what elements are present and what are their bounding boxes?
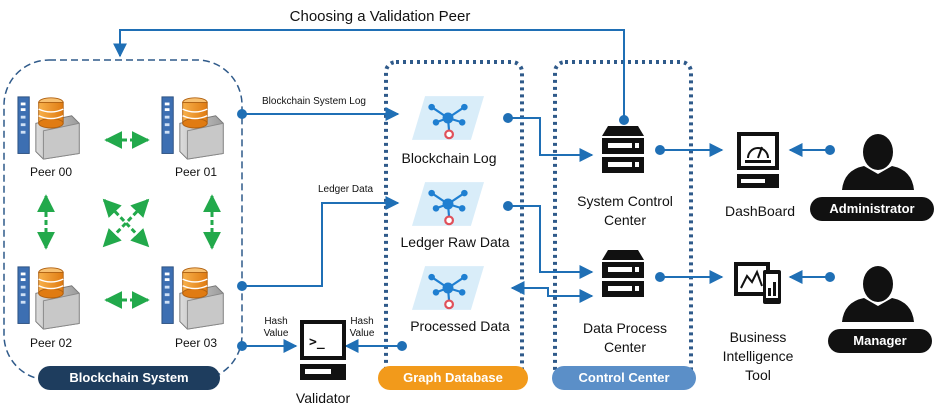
system-control-label-line2: Center [603,212,647,228]
peer-02-label: Peer 02 [29,336,73,350]
administrator-icon [842,134,914,190]
blockchain-system-badge: Blockchain System [38,366,220,390]
blockchain-log-graph-icon [410,95,486,141]
administrator-badge: Administrator [810,197,934,221]
business-intelligence-icon [734,262,781,304]
processed-data-label: Processed Data [410,318,510,334]
validator-icon: >_ [300,320,346,380]
validator-label: Validator [295,390,351,406]
value-label-left: Value [263,328,289,339]
peer-03-icon [161,266,224,330]
data-process-label-line1: Data Process [582,320,668,336]
hash-label-right: Hash [350,316,374,327]
ledger-raw-data-graph-icon [410,181,486,227]
data-process-server-icon [602,250,644,297]
blockchain-log-label: Blockchain Log [401,150,497,166]
dashboard-icon [737,132,779,188]
manager-badge: Manager [828,329,932,353]
dashboard-label: DashBoard [724,203,796,219]
blockchain-system-log-edge-label: Blockchain System Log [262,96,366,107]
peer-01-label: Peer 01 [174,165,218,179]
peer-links [37,131,221,309]
peer-03-label: Peer 03 [174,336,218,350]
system-control-label-line1: System Control [577,193,673,209]
ledger-raw-data-label: Ledger Raw Data [400,234,510,250]
svg-text:>_: >_ [309,335,325,350]
control-center-badge: Control Center [552,366,696,390]
peer-00-label: Peer 00 [29,165,73,179]
bi-label-line2: Intelligence [722,348,794,364]
bi-label-line3: Tool [745,367,771,383]
peer-01-icon [161,96,224,160]
data-process-label-line2: Center [603,339,647,355]
bi-label-line1: Business [729,329,787,345]
hash-label-left: Hash [264,316,288,327]
system-control-server-icon [602,126,644,173]
peer-02-icon [17,266,80,330]
choosing-validation-peer-label: Choosing a Validation Peer [289,8,471,25]
processed-data-graph-icon [410,265,486,311]
ledger-data-edge-label: Ledger Data [318,184,374,195]
value-label-right: Value [349,328,375,339]
manager-icon [842,266,914,322]
graph-database-badge: Graph Database [378,366,528,390]
peer-00-icon [17,96,80,160]
data-flows [113,29,830,353]
blockchain-system-boundary [3,59,243,381]
